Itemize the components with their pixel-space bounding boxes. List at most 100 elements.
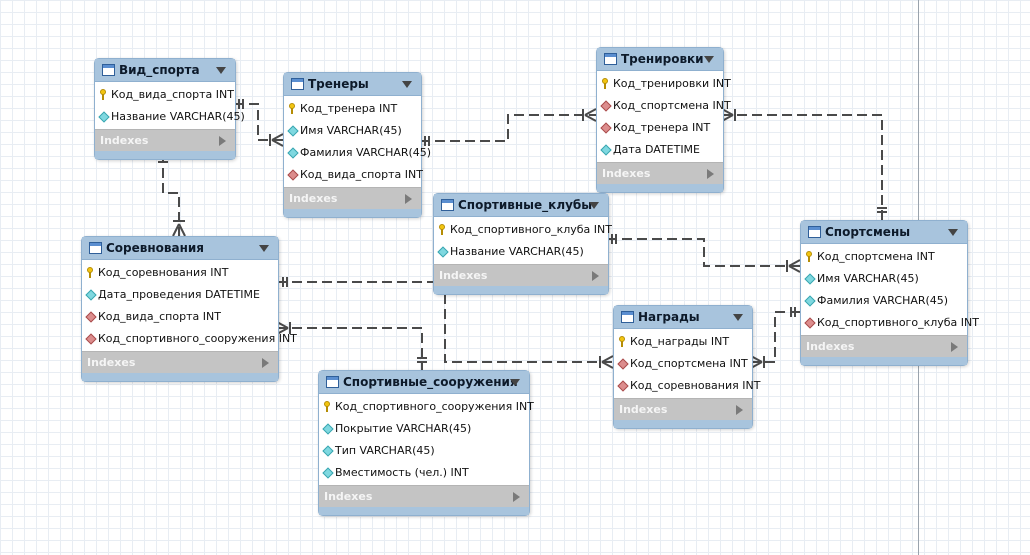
rel-sorevnovaniya-nagrady[interactable] — [277, 277, 614, 369]
column-row[interactable]: Код_соревнования INT — [614, 375, 760, 397]
expand-arrow-icon[interactable] — [592, 271, 599, 281]
indexes-label: Indexes — [289, 192, 338, 205]
column-row[interactable]: Код_тренера INT — [597, 117, 723, 139]
indexes-section[interactable]: Indexes — [614, 398, 752, 420]
collapse-caret-icon[interactable] — [733, 314, 743, 321]
fk-diamond-icon — [804, 317, 816, 329]
column-row[interactable]: Фамилия VARCHAR(45) — [284, 142, 431, 164]
collapse-caret-icon[interactable] — [402, 81, 412, 88]
column-row[interactable]: Код_вида_спорта INT — [284, 164, 423, 186]
expand-arrow-icon[interactable] — [951, 342, 958, 352]
column-row[interactable]: Код_спортсмена INT — [614, 353, 752, 375]
table-header[interactable]: Спортсмены — [801, 221, 967, 244]
expand-arrow-icon[interactable] — [219, 136, 226, 146]
rel-vid-sporta-sorevnovaniya[interactable] — [158, 153, 186, 237]
column-label: Код_награды INT — [630, 335, 730, 348]
column-row[interactable]: Вместимость (чел.) INT — [319, 462, 529, 484]
collapse-caret-icon[interactable] — [589, 202, 599, 209]
indexes-section[interactable]: Indexes — [597, 162, 723, 184]
column-label: Код_соревнования INT — [630, 379, 761, 392]
table-vid-sporta[interactable]: Вид_спорта Код_вида_спорта INT Название … — [94, 58, 245, 160]
column-row[interactable]: Код_спортивного_клуба INT — [801, 312, 979, 334]
collapse-caret-icon[interactable] — [948, 229, 958, 236]
expand-arrow-icon[interactable] — [262, 358, 269, 368]
fk-diamond-icon — [287, 169, 299, 181]
table-icon — [291, 78, 304, 90]
diamond-icon — [322, 467, 334, 479]
collapse-caret-icon[interactable] — [704, 56, 714, 63]
diamond-icon — [98, 111, 110, 123]
column-row[interactable]: Покрытие VARCHAR(45) — [319, 418, 529, 440]
table-header[interactable]: Вид_спорта — [95, 59, 235, 82]
diamond-icon — [85, 289, 97, 301]
indexes-section[interactable]: Indexes — [95, 129, 235, 151]
indexes-label: Indexes — [602, 167, 651, 180]
column-row[interactable]: Код_награды INT — [614, 331, 752, 353]
collapse-caret-icon[interactable] — [216, 67, 226, 74]
table-nagrady[interactable]: Награды Код_награды INT Код_спортсмена I… — [613, 305, 760, 429]
table-footer — [82, 373, 278, 381]
expand-arrow-icon[interactable] — [707, 169, 714, 179]
indexes-label: Indexes — [324, 490, 373, 503]
column-row[interactable]: Имя VARCHAR(45) — [801, 268, 967, 290]
collapse-caret-icon[interactable] — [259, 245, 269, 252]
table-sportivnye-kluby[interactable]: Спортивные_клубы Код_спортивного_клуба I… — [433, 193, 612, 295]
column-row[interactable]: Фамилия VARCHAR(45) — [801, 290, 967, 312]
column-row[interactable]: Название VARCHAR(45) — [434, 241, 608, 263]
expand-arrow-icon[interactable] — [513, 492, 520, 502]
indexes-section[interactable]: Indexes — [801, 335, 967, 357]
expand-arrow-icon[interactable] — [405, 194, 412, 204]
table-trenery[interactable]: Тренеры Код_тренера INT Имя VARCHAR(45) … — [283, 72, 431, 218]
column-row[interactable]: Дата DATETIME — [597, 139, 723, 161]
table-header[interactable]: Тренировки — [597, 48, 723, 71]
table-footer — [95, 151, 235, 159]
table-footer — [614, 420, 752, 428]
indexes-section[interactable]: Indexes — [434, 264, 608, 286]
column-row[interactable]: Код_спортивного_сооружения INT — [82, 328, 297, 350]
table-footer — [597, 184, 723, 192]
table-header[interactable]: Соревнования — [82, 237, 278, 260]
column-row[interactable]: Тип VARCHAR(45) — [319, 440, 529, 462]
fk-diamond-icon — [85, 311, 97, 323]
table-trenirovki[interactable]: Тренировки Код_тренировки INT Код_спортс… — [596, 47, 731, 193]
table-icon — [808, 226, 821, 238]
diamond-icon — [287, 125, 299, 137]
collapse-caret-icon[interactable] — [510, 379, 520, 386]
indexes-section[interactable]: Indexes — [82, 351, 278, 373]
column-row[interactable]: Код_тренера INT — [284, 98, 421, 120]
column-row[interactable]: Код_спортсмена INT — [597, 95, 731, 117]
rel-kluby-sportsmeny[interactable] — [607, 234, 801, 273]
column-row[interactable]: Код_вида_спорта INT — [95, 84, 235, 106]
column-label: Фамилия VARCHAR(45) — [300, 146, 432, 159]
table-header[interactable]: Награды — [614, 306, 752, 329]
rel-sooruzheniya-sorevnovaniya[interactable] — [276, 321, 427, 370]
rel-vid-sporta-trenery[interactable] — [234, 99, 284, 147]
diamond-icon — [437, 246, 449, 258]
table-header[interactable]: Тренеры — [284, 73, 421, 96]
column-label: Код_соревнования INT — [98, 266, 229, 279]
column-row[interactable]: Дата_проведения DATETIME — [82, 284, 278, 306]
table-sportsmeny[interactable]: Спортсмены Код_спортсмена INT Имя VARCHA… — [800, 220, 979, 366]
column-label: Код_спортсмена INT — [630, 357, 748, 370]
column-row[interactable]: Код_соревнования INT — [82, 262, 278, 284]
rel-sportsmeny-trenirovki[interactable] — [721, 108, 887, 220]
column-row[interactable]: Код_спортсмена INT — [801, 246, 967, 268]
table-sorevnovaniya[interactable]: Соревнования Код_соревнования INT Дата_п… — [81, 236, 297, 382]
column-row[interactable]: Код_спортивного_сооружения INT — [319, 396, 534, 418]
column-row[interactable]: Код_вида_спорта INT — [82, 306, 278, 328]
column-row[interactable]: Имя VARCHAR(45) — [284, 120, 421, 142]
indexes-section[interactable]: Indexes — [284, 187, 421, 209]
expand-arrow-icon[interactable] — [736, 405, 743, 415]
column-row[interactable]: Код_тренировки INT — [597, 73, 731, 95]
column-row[interactable]: Код_спортивного_клуба INT — [434, 219, 612, 241]
table-footer — [284, 209, 421, 217]
table-header[interactable]: Спортивные_сооружения — [319, 371, 529, 394]
indexes-section[interactable]: Indexes — [319, 485, 529, 507]
column-row[interactable]: Название VARCHAR(45) — [95, 106, 245, 128]
rel-trenery-trenirovki[interactable] — [420, 108, 597, 146]
column-label: Название VARCHAR(45) — [111, 110, 245, 123]
table-header[interactable]: Спортивные_клубы — [434, 194, 608, 217]
rel-sportsmeny-nagrady[interactable] — [750, 307, 800, 369]
table-sportivnye-sooruzheniya[interactable]: Спортивные_сооружения Код_спортивного_со… — [318, 370, 534, 516]
diamond-icon — [322, 445, 334, 457]
